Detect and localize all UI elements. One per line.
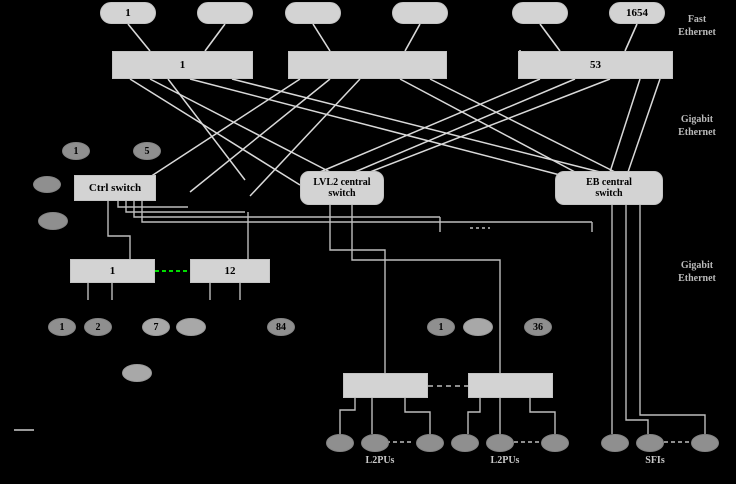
top-pill-6-label: 1654 bbox=[626, 7, 648, 19]
eb-downlinks bbox=[611, 205, 706, 434]
sfi-3[interactable] bbox=[691, 434, 719, 452]
oval-mid-1[interactable]: 1 bbox=[48, 318, 76, 336]
eb-central-switch[interactable]: EB central switch bbox=[555, 171, 663, 205]
oval-mid-right-36-label: 36 bbox=[533, 321, 543, 333]
mid-switch-links bbox=[87, 270, 241, 300]
top-pill-2[interactable] bbox=[197, 2, 253, 24]
eb-central-switch-label-line2: switch bbox=[595, 188, 623, 199]
l2pu-6[interactable] bbox=[541, 434, 569, 452]
oval-mid-2[interactable]: 2 bbox=[84, 318, 112, 336]
l2pu-1[interactable] bbox=[326, 434, 354, 452]
oval-mid-1-label: 1 bbox=[59, 321, 65, 333]
l2pu-5[interactable] bbox=[486, 434, 514, 452]
l2pu-3[interactable] bbox=[416, 434, 444, 452]
oval-mid-7-label: 7 bbox=[153, 321, 159, 333]
oval-mid-right-36[interactable]: 36 bbox=[524, 318, 552, 336]
eb-central-switch-label-line1: EB central bbox=[586, 176, 632, 188]
top-switch-2[interactable] bbox=[288, 51, 447, 79]
bottom-switch-right[interactable] bbox=[468, 373, 553, 398]
gigabit-crosslinks bbox=[129, 78, 661, 197]
mid-switch-1[interactable]: 1 bbox=[70, 259, 155, 283]
oval-left-1-label: 1 bbox=[73, 145, 79, 157]
sfi-2[interactable] bbox=[636, 434, 664, 452]
top-pill-4[interactable] bbox=[392, 2, 448, 24]
oval-mid-low-blank[interactable] bbox=[122, 364, 152, 382]
oval-left-blank-2[interactable] bbox=[38, 212, 68, 230]
caption-l2pus-left: L2PUs bbox=[365, 455, 395, 466]
oval-mid-2-label: 2 bbox=[95, 321, 101, 333]
top-switch-1-label: 1 bbox=[179, 59, 186, 71]
bottom-switch-links bbox=[339, 385, 689, 443]
lvl2-downlinks bbox=[329, 205, 501, 373]
oval-mid-right-1[interactable]: 1 bbox=[427, 318, 455, 336]
lvl2-central-switch-label-line2: switch bbox=[328, 188, 356, 199]
ctrl-switch[interactable]: Ctrl switch bbox=[74, 175, 156, 201]
l2pu-2[interactable] bbox=[361, 434, 389, 452]
oval-mid-7[interactable]: 7 bbox=[142, 318, 170, 336]
mid-switch-1-label: 1 bbox=[109, 265, 116, 277]
top-pill-5[interactable] bbox=[512, 2, 568, 24]
oval-left-5[interactable]: 5 bbox=[133, 142, 161, 160]
oval-mid-blank[interactable] bbox=[176, 318, 206, 336]
oval-mid-right-blank[interactable] bbox=[463, 318, 493, 336]
lvl2-central-switch[interactable]: LVL2 central switch bbox=[300, 171, 384, 205]
oval-left-1[interactable]: 1 bbox=[62, 142, 90, 160]
top-pill-1[interactable]: 1 bbox=[100, 2, 156, 24]
ctrl-switch-label: Ctrl switch bbox=[88, 182, 142, 194]
caption-sfis: SFIs bbox=[645, 455, 665, 466]
top-pill-3[interactable] bbox=[285, 2, 341, 24]
oval-mid-84[interactable]: 84 bbox=[267, 318, 295, 336]
mid-switch-12[interactable]: 12 bbox=[190, 259, 270, 283]
ctrl-switch-bus bbox=[107, 201, 593, 259]
oval-left-blank-1[interactable] bbox=[33, 176, 61, 193]
top-switch-3[interactable]: 53 bbox=[518, 51, 673, 79]
top-pill-1-label: 1 bbox=[125, 7, 131, 19]
oval-left-5-label: 5 bbox=[144, 145, 150, 157]
oval-mid-84-label: 84 bbox=[276, 321, 286, 333]
caption-l2pus-right: L2PUs bbox=[490, 455, 520, 466]
bottom-switch-left[interactable] bbox=[343, 373, 428, 398]
sfi-1[interactable] bbox=[601, 434, 629, 452]
top-pill-6[interactable]: 1654 bbox=[609, 2, 665, 24]
top-switch-1[interactable]: 1 bbox=[112, 51, 253, 79]
oval-mid-right-1-label: 1 bbox=[438, 321, 444, 333]
l2pu-4[interactable] bbox=[451, 434, 479, 452]
top-switch-3-label: 53 bbox=[590, 59, 601, 71]
lvl2-central-switch-label-line1: LVL2 central bbox=[313, 176, 371, 188]
mid-switch-12-label: 12 bbox=[224, 265, 236, 277]
